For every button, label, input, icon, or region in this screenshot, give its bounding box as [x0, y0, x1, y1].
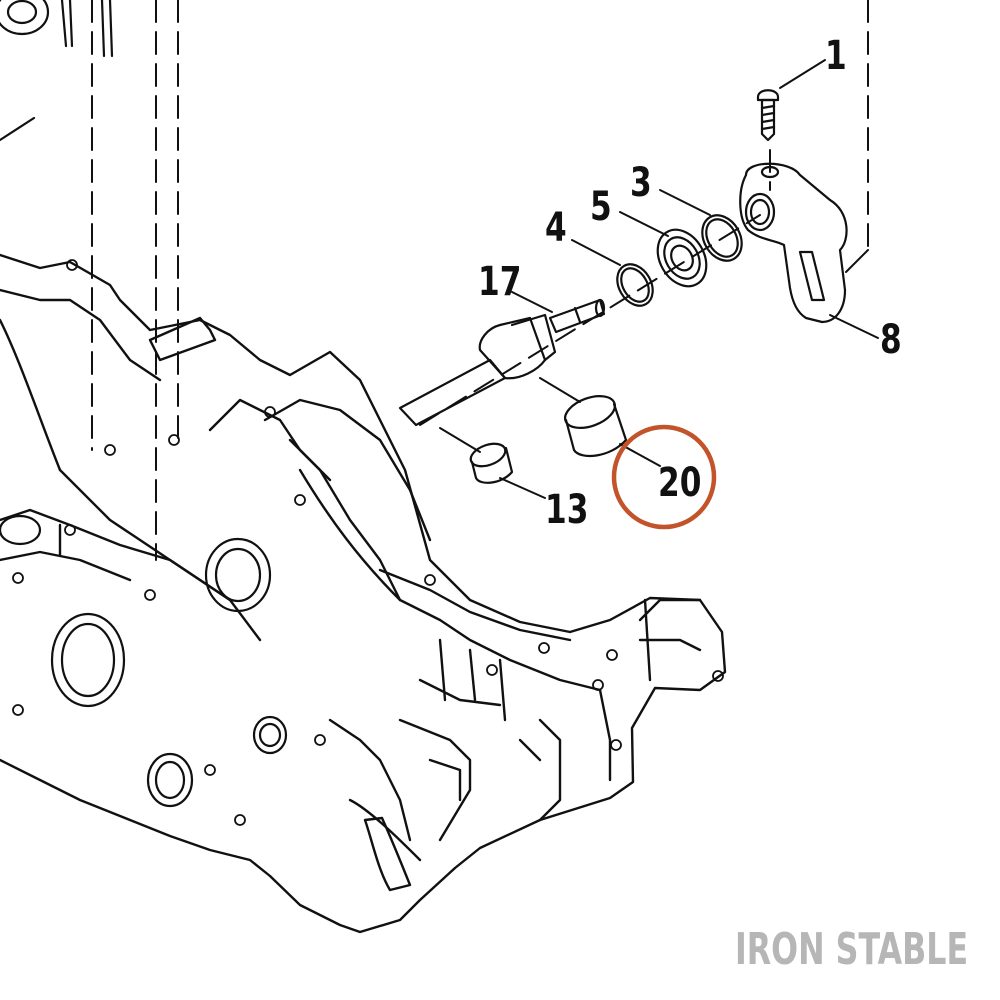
top-left-parts: [0, 0, 114, 142]
callout-1: 1: [825, 33, 847, 79]
part-13-bushing: [469, 442, 514, 484]
bolt-holes: [12, 259, 724, 826]
crankcase: [0, 253, 727, 934]
callout-13: 13: [545, 487, 589, 533]
leader-lines: [439, 59, 879, 499]
part-4-retaining-ring: [616, 263, 654, 307]
part-3-retaining-ring: [701, 214, 743, 262]
crankcase-bores: [0, 514, 288, 808]
callout-4: 4: [545, 205, 567, 251]
callout-20: 20: [658, 460, 702, 506]
highlight-circle: [611, 424, 717, 530]
part-8-lever: [739, 162, 848, 324]
part-5-bearing: [656, 228, 708, 288]
callout-3: 3: [630, 160, 652, 206]
callout-17: 17: [478, 259, 522, 305]
part-20-bushing: [564, 395, 628, 457]
callout-5: 5: [590, 184, 612, 230]
part-1-screw: [756, 89, 780, 142]
watermark-text: IRON STABLE: [735, 924, 969, 975]
part-17-shaft: [398, 298, 606, 427]
callout-8: 8: [880, 317, 902, 363]
